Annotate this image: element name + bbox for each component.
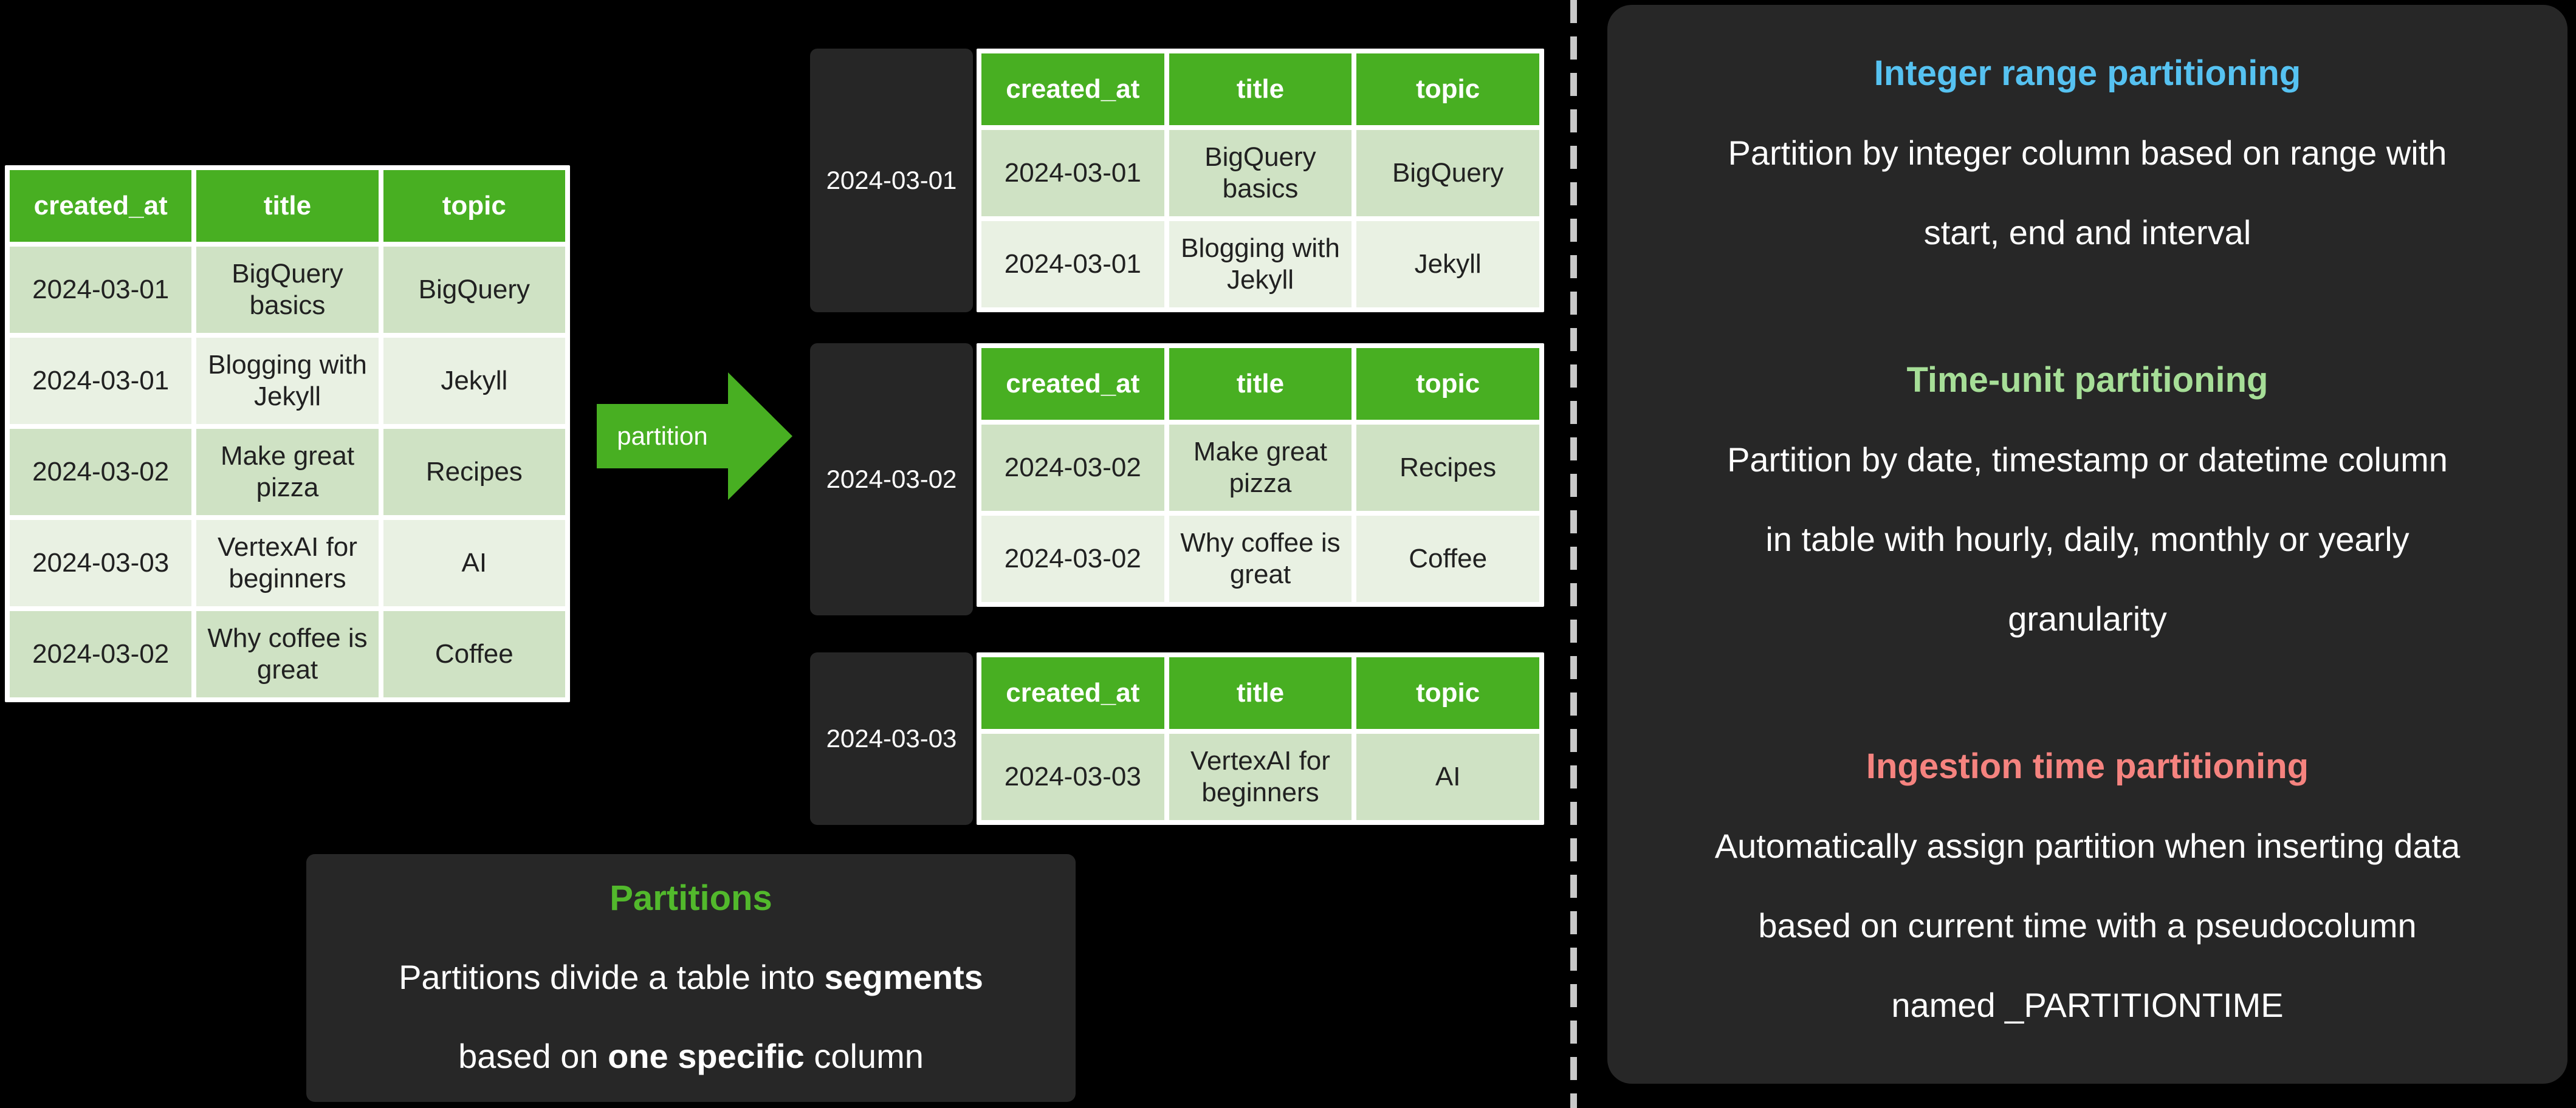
table-cell: Recipes — [1400, 453, 1497, 483]
table-row: 2024-03-03 VertexAI for beginners AI — [10, 520, 565, 606]
note-text: Partitions divide a table into — [399, 958, 825, 996]
section-text-line: named _PARTITIONTIME — [1891, 986, 2284, 1024]
table-cell: VertexAI for beginners — [1190, 746, 1330, 807]
table-row: 2024-03-02 Why coffee is great Coffee — [981, 516, 1539, 602]
table-cell: AI — [461, 548, 487, 578]
table-cell: 2024-03-02 — [32, 639, 170, 669]
column-header-title: title — [196, 170, 379, 242]
table-cell: 2024-03-01 — [32, 366, 170, 396]
partitions-note-line: Partitions divide a table into segments — [306, 938, 1076, 1017]
table-cell: Make great pizza — [220, 441, 355, 502]
table-cell: Jekyll — [1414, 249, 1482, 279]
table-cell: 2024-03-03 — [32, 548, 170, 578]
partitions-note: Partitions Partitions divide a table int… — [306, 854, 1076, 1102]
section-text-line: based on current time with a pseudocolum… — [1758, 906, 2417, 945]
table-cell: Why coffee is great — [207, 623, 368, 685]
column-header-topic: topic — [1356, 657, 1539, 729]
column-header-title: title — [1169, 657, 1352, 729]
section-title: Integer range partitioning — [1874, 53, 2301, 93]
table-header-row: created_at title topic — [10, 170, 565, 242]
column-header-title: title — [1169, 348, 1352, 420]
column-header-created-at: created_at — [981, 348, 1164, 420]
arrow-polygon — [597, 372, 792, 500]
table-cell: BigQuery — [1392, 158, 1504, 188]
column-header-topic: topic — [383, 170, 565, 242]
arrow-shape-icon — [597, 372, 792, 500]
table-cell: Make great pizza — [1193, 437, 1328, 498]
table-cell: Blogging with Jekyll — [208, 350, 367, 411]
section-integer-range: Integer range partitioning Partition by … — [1607, 33, 2567, 272]
section-time-unit: Time-unit partitioning Partition by date… — [1607, 340, 2567, 658]
partition-table-3: created_at title topic 2024-03-03 Vertex… — [977, 652, 1544, 825]
section-title: Ingestion time partitioning — [1866, 747, 2309, 786]
table-cell: Blogging with Jekyll — [1181, 233, 1340, 295]
column-header-created-at: created_at — [981, 657, 1164, 729]
section-text-line: granularity — [2008, 600, 2167, 638]
source-table: created_at title topic 2024-03-01 BigQue… — [5, 165, 570, 702]
table-cell: 2024-03-02 — [32, 457, 170, 487]
table-cell: AI — [1435, 762, 1461, 792]
table-cell: Coffee — [434, 639, 513, 669]
table-row: 2024-03-01 Blogging with Jekyll Jekyll — [10, 338, 565, 424]
section-text-line: start, end and interval — [1923, 213, 2251, 251]
table-cell: BigQuery — [418, 275, 531, 305]
table-row: 2024-03-02 Make great pizza Recipes — [10, 429, 565, 515]
partitions-note-line: based on one specific column — [306, 1017, 1076, 1096]
table-cell: BigQuery basics — [232, 259, 343, 320]
table-cell: 2024-03-01 — [1004, 158, 1141, 188]
info-panel: Integer range partitioning Partition by … — [1607, 5, 2567, 1084]
section-text-line: Partition by integer column based on ran… — [1728, 134, 2447, 172]
table-cell: BigQuery basics — [1204, 142, 1316, 203]
table-cell: VertexAI for beginners — [218, 532, 357, 593]
table-row: 2024-03-03 VertexAI for beginners AI — [981, 734, 1539, 820]
table-cell: Jekyll — [441, 366, 508, 396]
table-header-row: created_at title topic — [981, 53, 1539, 125]
section-text-line: Automatically assign partition when inse… — [1714, 827, 2461, 865]
partition-table-2: created_at title topic 2024-03-02 Make g… — [977, 343, 1544, 607]
table-header-row: created_at title topic — [981, 657, 1539, 729]
partition-date-label: 2024-03-03 — [810, 652, 973, 825]
note-text: column — [804, 1037, 924, 1075]
partition-date-label: 2024-03-01 — [810, 49, 973, 312]
table-row: 2024-03-01 BigQuery basics BigQuery — [981, 130, 1539, 216]
table-header-row: created_at title topic — [981, 348, 1539, 420]
column-header-topic: topic — [1356, 348, 1539, 420]
table-cell: 2024-03-02 — [1004, 453, 1141, 483]
table-row: 2024-03-01 Blogging with Jekyll Jekyll — [981, 221, 1539, 307]
table-cell: 2024-03-01 — [32, 275, 170, 305]
table-row: 2024-03-01 BigQuery basics BigQuery — [10, 247, 565, 333]
table-cell: 2024-03-01 — [1004, 249, 1141, 279]
section-title: Time-unit partitioning — [1906, 360, 2269, 400]
column-header-title: title — [1169, 53, 1352, 125]
table-cell: 2024-03-03 — [1004, 762, 1141, 792]
table-cell: 2024-03-02 — [1004, 544, 1141, 574]
dashed-separator — [1570, 0, 1577, 1108]
partition-table-1: created_at title topic 2024-03-01 BigQue… — [977, 49, 1544, 312]
section-text-line: Partition by date, timestamp or datetime… — [1727, 440, 2448, 479]
partition-date-label: 2024-03-02 — [810, 343, 973, 615]
partitions-note-title: Partitions — [610, 878, 772, 918]
section-ingestion-time: Ingestion time partitioning Automaticall… — [1607, 727, 2567, 1045]
table-row: 2024-03-02 Why coffee is great Coffee — [10, 611, 565, 697]
table-cell: Coffee — [1409, 544, 1488, 574]
note-text-bold: segments — [824, 958, 983, 996]
table-row: 2024-03-02 Make great pizza Recipes — [981, 425, 1539, 511]
column-header-created-at: created_at — [10, 170, 192, 242]
column-header-created-at: created_at — [981, 53, 1164, 125]
arrow-label: partition — [617, 422, 708, 450]
section-text-line: in table with hourly, daily, monthly or … — [1765, 520, 2409, 558]
table-cell: Why coffee is great — [1180, 528, 1341, 589]
note-text: based on — [458, 1037, 608, 1075]
column-header-topic: topic — [1356, 53, 1539, 125]
note-text-bold: one specific — [608, 1037, 805, 1075]
partition-arrow: partition — [597, 372, 792, 500]
table-cell: Recipes — [425, 457, 523, 487]
